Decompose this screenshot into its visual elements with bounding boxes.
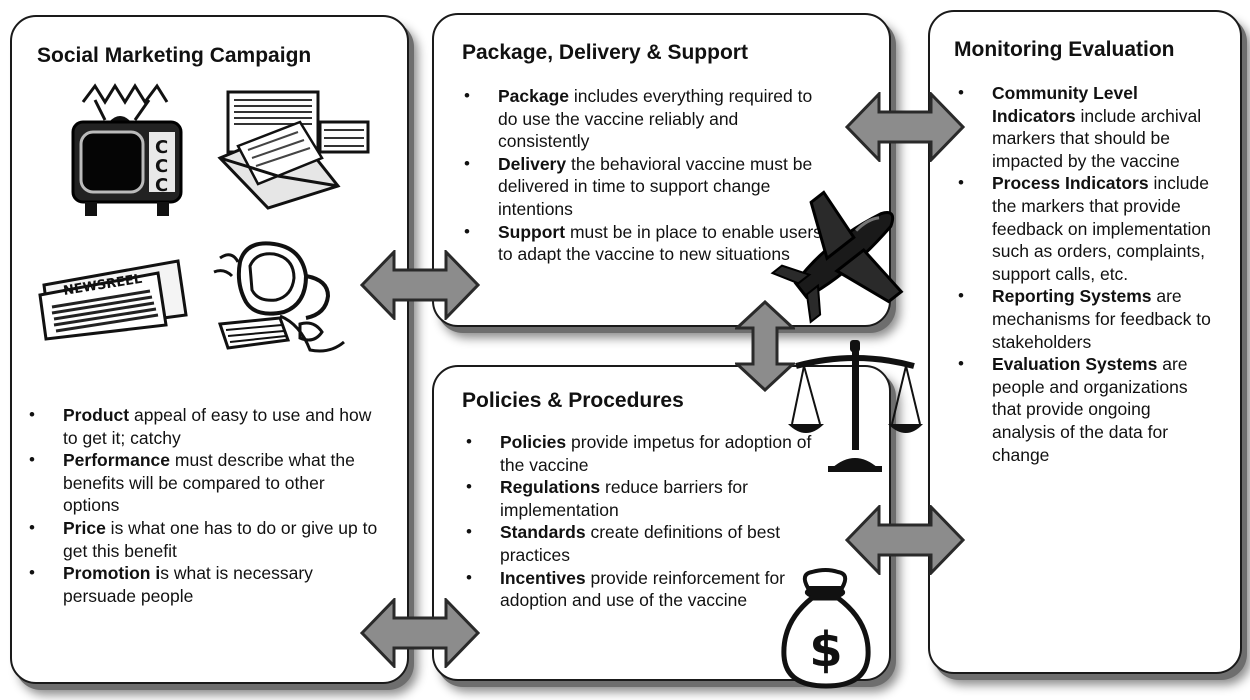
list-item: Reporting Systems are mechanisms for fee…: [958, 285, 1213, 353]
documents-icon: [217, 90, 370, 210]
money-bag-icon: $: [781, 568, 871, 689]
social-marketing-list: Product appeal of easy to use and how to…: [29, 404, 379, 607]
svg-text:C: C: [155, 137, 168, 158]
double-arrow-pp-me: [845, 505, 965, 575]
monitoring-evaluation-panel: Monitoring Evaluation Community Level In…: [928, 10, 1242, 674]
svg-text:C: C: [155, 156, 168, 177]
monitoring-evaluation-list: Community Level Indicators include archi…: [958, 82, 1213, 466]
television-icon: C C C: [71, 83, 183, 216]
newspaper-icon: NEWSREEL: [38, 259, 188, 341]
double-arrow-pds-pp: [735, 300, 795, 392]
package-delivery-support-title: Package, Delivery & Support: [462, 41, 748, 64]
list-item: Package includes everything required to …: [464, 85, 824, 153]
list-item: Support must be in place to enable users…: [464, 221, 824, 266]
double-arrow-smc-pds: [360, 250, 480, 320]
policies-procedures-title: Policies & Procedures: [462, 389, 684, 412]
list-item: Performance must describe what the benef…: [29, 449, 379, 517]
policies-procedures-list: Policies provide impetus for adoption of…: [466, 431, 826, 612]
list-item: Delivery the behavioral vaccine must be …: [464, 153, 824, 221]
social-marketing-title: Social Marketing Campaign: [37, 44, 312, 67]
list-item: Policies provide impetus for adoption of…: [466, 431, 826, 476]
list-item: Community Level Indicators include archi…: [958, 82, 1213, 172]
list-item: Incentives provide reinforcement for ado…: [466, 567, 826, 612]
list-item: Product appeal of easy to use and how to…: [29, 404, 379, 449]
airplane-icon: [770, 190, 904, 324]
double-arrow-smc-pp: [360, 598, 480, 668]
double-arrow-pds-me: [845, 92, 965, 162]
svg-text:C: C: [155, 175, 168, 196]
list-item: Promotion is what is necessary persuade …: [29, 562, 379, 607]
svg-text:$: $: [809, 622, 842, 678]
policies-procedures-panel: Policies & Procedures Policies provide i…: [432, 365, 891, 681]
list-item: Price is what one has to do or give up t…: [29, 517, 379, 562]
list-item: Regulations reduce barriers for implemen…: [466, 476, 826, 521]
monitoring-evaluation-title: Monitoring Evaluation: [954, 38, 1175, 61]
scales-icon: [788, 340, 923, 472]
list-item: Standards create definitions of best pra…: [466, 521, 826, 566]
list-item: Process Indicators include the markers t…: [958, 172, 1213, 285]
package-delivery-support-list: Package includes everything required to …: [464, 85, 824, 266]
list-item: Evaluation Systems are people and organi…: [958, 353, 1213, 466]
computer-icon: [213, 241, 345, 353]
